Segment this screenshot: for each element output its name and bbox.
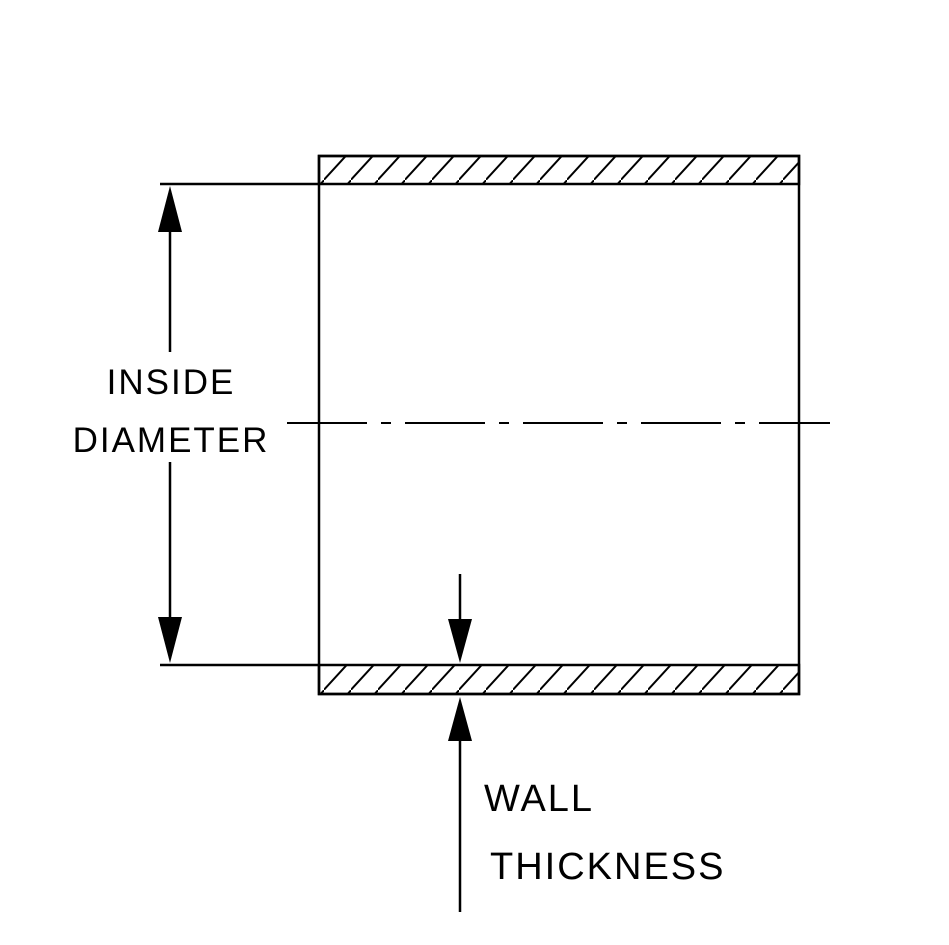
top-wall-hatching [317, 154, 801, 186]
wall-thickness-label-line2: THICKNESS [490, 846, 725, 888]
wall-thickness-arrow-down-icon [448, 619, 472, 663]
inside-diameter-arrow-down-icon [158, 617, 182, 663]
bottom-wall-hatching [317, 663, 801, 696]
inside-diameter-label-line2: DIAMETER [73, 421, 270, 460]
inside-diameter-arrow-up-icon [158, 186, 182, 232]
tube-outline [317, 154, 801, 696]
inside-diameter-label-line1: INSIDE [107, 363, 236, 402]
wall-thickness-label-line1: WALL [484, 778, 594, 820]
wall-thickness-arrow-up-icon [448, 697, 472, 741]
